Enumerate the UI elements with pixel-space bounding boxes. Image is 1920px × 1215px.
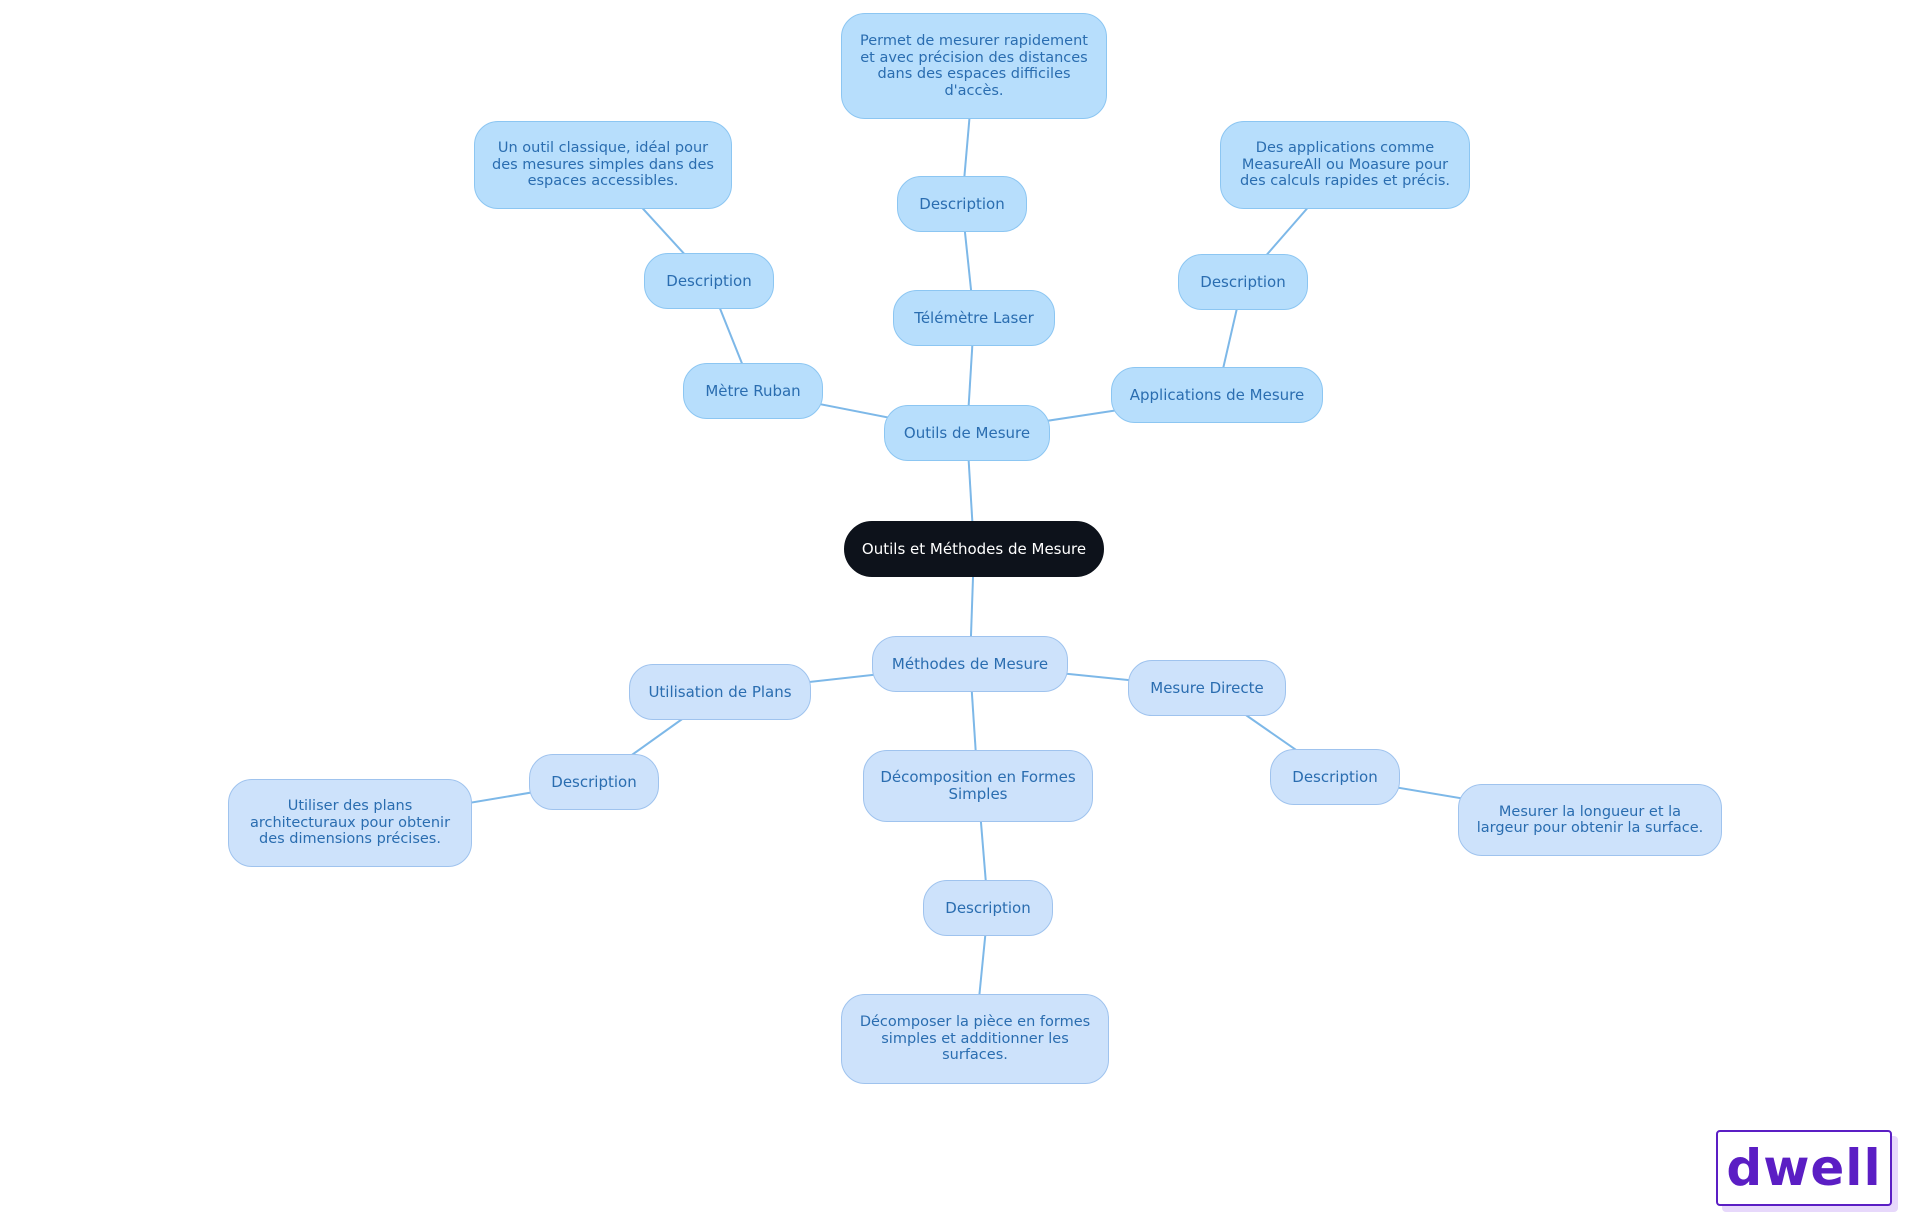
node-decomposition-text: Décomposer la pièce en formes simples et… <box>841 994 1109 1084</box>
root-node: Outils et Méthodes de Mesure <box>844 521 1104 577</box>
node-metre-ruban-text: Un outil classique, idéal pour des mesur… <box>474 121 732 209</box>
node-telemetre-laser: Télémètre Laser <box>893 290 1055 346</box>
node-metre-ruban: Mètre Ruban <box>683 363 823 419</box>
node-applications-description: Description <box>1178 254 1308 310</box>
node-outils-de-mesure: Outils de Mesure <box>884 405 1050 461</box>
node-mesure-directe: Mesure Directe <box>1128 660 1286 716</box>
node-utilisation-text: Utiliser des plans architecturaux pour o… <box>228 779 472 867</box>
node-utilisation-de-plans: Utilisation de Plans <box>629 664 811 720</box>
node-telemetre-laser-description: Description <box>897 176 1027 232</box>
node-applications-de-mesure: Applications de Mesure <box>1111 367 1323 423</box>
node-utilisation-description: Description <box>529 754 659 810</box>
node-applications-text: Des applications comme MeasureAll ou Moa… <box>1220 121 1470 209</box>
node-mesure-directe-description: Description <box>1270 749 1400 805</box>
node-decomposition-description: Description <box>923 880 1053 936</box>
node-methodes-de-mesure: Méthodes de Mesure <box>872 636 1068 692</box>
node-metre-ruban-description: Description <box>644 253 774 309</box>
node-telemetre-laser-text: Permet de mesurer rapidement et avec pré… <box>841 13 1107 119</box>
dwell-logo: dwell <box>1716 1130 1892 1206</box>
node-decomposition-formes-simples: Décomposition en Formes Simples <box>863 750 1093 822</box>
node-mesure-directe-text: Mesurer la longueur et la largeur pour o… <box>1458 784 1722 856</box>
